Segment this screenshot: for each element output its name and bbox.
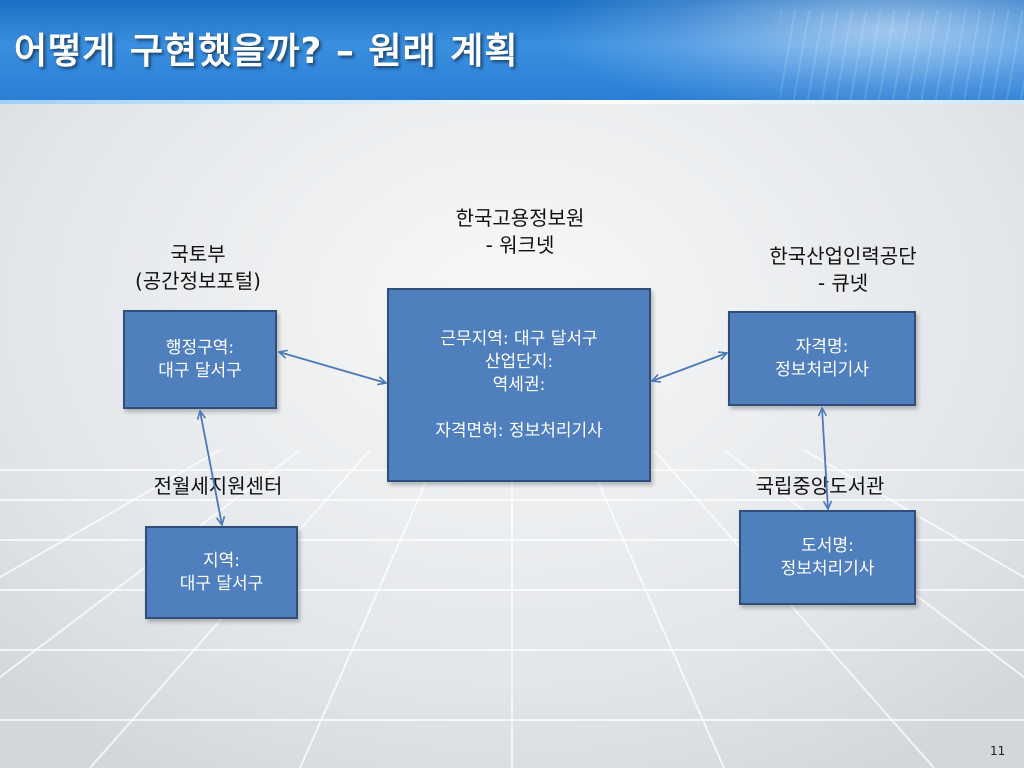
workplace-line-1: 근무지역: 대구 달서구 [440, 328, 598, 349]
region-line-1: 지역: [202, 550, 240, 571]
label-molit: 국토부 (공간정보포털) [98, 241, 298, 295]
page-number: 11 [990, 744, 1006, 758]
admin-area-line-2: 대구 달서구 [158, 360, 242, 381]
label-hrdk-line-1: 한국산업인력공단 [769, 244, 917, 268]
region-line-2: 대구 달서구 [179, 573, 264, 594]
label-welfare-center: 전월세지원센터 [153, 474, 283, 498]
region-box: 지역: 대구 달서구 [145, 526, 298, 619]
workplace-line-3: 역세권: [492, 374, 546, 395]
label-molit-line-1: 국토부 [170, 242, 226, 266]
page-title: 어떻게 구현했을까? – 원래 계획 [14, 31, 519, 72]
title-bar: 어떻게 구현했을까? – 원래 계획 [0, 0, 1024, 100]
qualification-line-2: 정보처리기사 [775, 359, 869, 380]
label-keis-line-2: - 워크넷 [485, 233, 555, 257]
label-keis: 한국고용정보원 - 워크넷 [420, 205, 620, 259]
label-keis-line-1: 한국고용정보원 [455, 206, 585, 230]
label-national-library: 국립중앙도서관 [755, 474, 885, 498]
workplace-box: 근무지역: 대구 달서구 산업단지: 역세권: 자격면허: 정보처리기사 [387, 288, 651, 482]
admin-area-line-1: 행정구역: [165, 337, 235, 358]
book-line-1: 도서명: [801, 535, 854, 556]
label-molit-line-2: (공간정보포털) [134, 269, 261, 293]
label-hrdk: 한국산업인력공단 - 큐넷 [728, 243, 958, 297]
workplace-line-5: 자격면허: 정보처리기사 [435, 420, 603, 441]
title-divider [0, 100, 1024, 104]
book-line-2: 정보처리기사 [780, 558, 875, 579]
workplace-line-2: 산업단지: [484, 351, 554, 372]
label-hrdk-line-2: - 큐넷 [817, 271, 869, 295]
book-box: 도서명: 정보처리기사 [739, 510, 916, 605]
qualification-box: 자격명: 정보처리기사 [728, 311, 916, 406]
qualification-line-1: 자격명: [795, 336, 849, 357]
admin-area-box: 행정구역: 대구 달서구 [123, 310, 277, 409]
